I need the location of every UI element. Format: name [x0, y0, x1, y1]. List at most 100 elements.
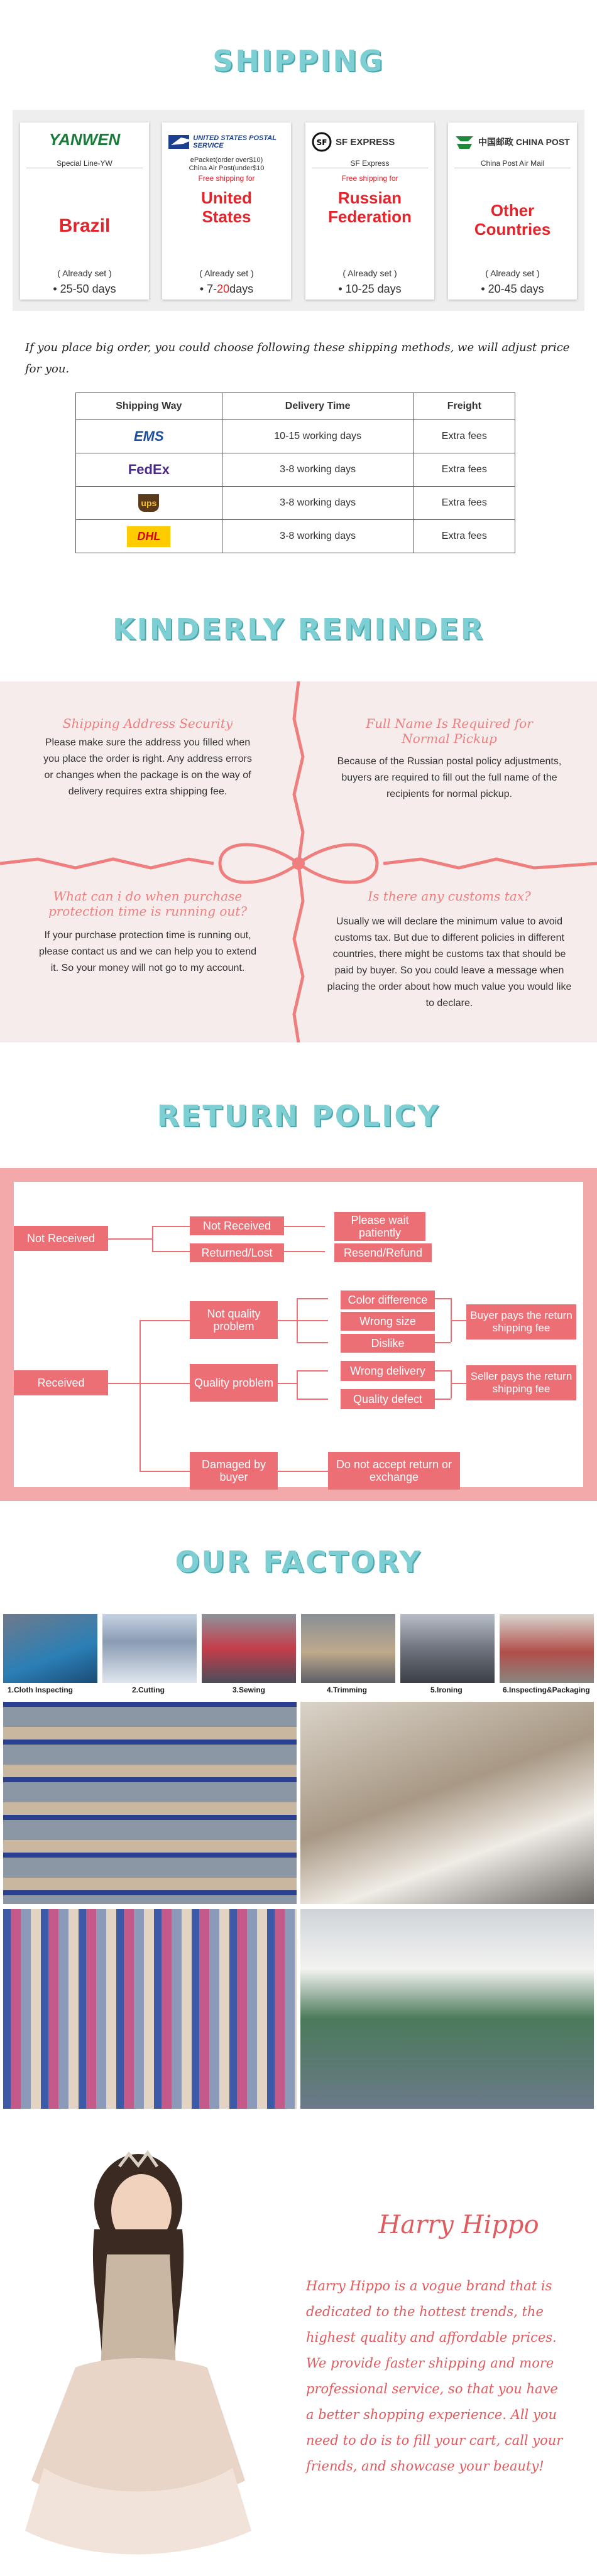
yanwen-logo-text: YANWEN — [48, 130, 121, 149]
box-quality-problem: Quality problem — [190, 1364, 278, 1402]
box-wrong-size: Wrong size — [341, 1312, 435, 1331]
warehouse-shelves-photo — [3, 1702, 297, 1904]
sewing-photo — [202, 1614, 296, 1683]
box-not-received-sub: Not Received — [190, 1216, 284, 1235]
return-flowchart: Not Received Not Received Returned/Lost … — [14, 1182, 583, 1490]
box-returned-lost: Returned/Lost — [190, 1243, 284, 1262]
card-destination-2: Federation — [328, 207, 412, 226]
header-delivery-time: Delivery Time — [221, 392, 414, 420]
girl-model-photo — [19, 2129, 258, 2568]
card-destination-1: Russian — [337, 188, 402, 207]
step-label: 6.Inspecting&Packaging — [503, 1686, 590, 1694]
ems-logo: EMS — [75, 419, 222, 453]
ironing-photo — [400, 1614, 495, 1683]
tailor-cutting-photo — [300, 1702, 594, 1904]
box-not-quality: Not quality problem — [190, 1301, 278, 1339]
reminder-heading-address: Shipping Address Security — [62, 716, 233, 731]
dhl-logo: DHL — [75, 519, 222, 553]
card-already-set: ( Already set ) — [342, 268, 397, 278]
box-wrong-delivery: Wrong delivery — [341, 1361, 435, 1381]
card-destination: Brazil — [58, 215, 111, 236]
freight: Extra fees — [413, 453, 516, 487]
card-united-states: UNITED STATES POSTAL SERVICE ePacket(ord… — [162, 122, 291, 300]
table-row: ups 3-8 working days Extra fees — [75, 486, 516, 520]
reminder-heading-customs: Is there any customs tax? — [368, 889, 531, 904]
box-damaged: Damaged by buyer — [190, 1452, 278, 1490]
card-already-set: ( Already set ) — [57, 268, 112, 278]
card-days: • 20-45 days — [481, 283, 544, 295]
eagle-icon — [168, 135, 190, 149]
brand-line: need to do is to fill your cart, call yo… — [306, 2433, 563, 2448]
step-label: 2.Cutting — [132, 1686, 165, 1694]
cutting-photo — [102, 1614, 197, 1683]
header-freight: Freight — [413, 392, 516, 420]
table-row: EMS 10-15 working days Extra fees — [75, 419, 516, 453]
reminder-panel: Shipping Address Security Please make su… — [0, 681, 597, 1042]
reminder-text-fullname: Because of the Russian postal policy adj… — [337, 756, 562, 799]
box-quality-defect: Quality defect — [341, 1389, 435, 1409]
card-days: • 10-25 days — [338, 283, 402, 295]
card-russia: SF SF EXPRESS SF Express Free shipping f… — [305, 122, 434, 300]
box-dislike: Dislike — [341, 1334, 435, 1353]
yanwen-logo: YANWEN — [26, 130, 143, 154]
reminder-text-address: Please make sure the address you filled … — [43, 737, 252, 797]
box-resend-refund: Resend/Refund — [334, 1243, 432, 1262]
box-seller-pays: Seller pays the return shipping fee — [466, 1365, 576, 1400]
reminder-text-customs: Usually we will declare the minimum valu… — [327, 916, 572, 1009]
fedex-logo: FedEx — [75, 453, 222, 487]
card-destination-1: United — [201, 188, 252, 207]
brand-description: Harry Hippo is a vogue brand that is ded… — [306, 2273, 583, 2479]
ups-logo: ups — [75, 486, 222, 520]
brand-line: Harry Hippo is a vogue brand that is — [306, 2278, 552, 2293]
card-other: 中国邮政 CHINA POST China Post Air Mail Othe… — [448, 122, 577, 300]
return-title: RETURN POLICY — [156, 1099, 441, 1133]
reminder-title: KINDERLY REMINDER — [112, 612, 485, 646]
card-already-set: ( Already set ) — [485, 268, 540, 278]
packaging-photo — [500, 1614, 594, 1683]
step-label: 5.Ironing — [430, 1686, 463, 1694]
table-header: Shipping Way Delivery Time Freight — [75, 392, 516, 420]
card-service: China Post Air Mail — [480, 159, 545, 168]
usps-logo: UNITED STATES POSTAL SERVICE — [168, 130, 285, 154]
reminder-heading-protection: What can i do when purchase protection t… — [48, 889, 248, 919]
brand-line: We provide faster shipping and more — [306, 2356, 554, 2371]
brand-line: a better shopping experience. All you — [306, 2407, 557, 2422]
ribbon-decoration — [0, 681, 597, 1042]
step-label: 1.Cloth Inspecting — [8, 1686, 74, 1694]
step-label: 4.Trimming — [327, 1686, 368, 1694]
box-please-wait: Please wait patiently — [334, 1212, 425, 1241]
card-destination-2: States — [202, 207, 251, 226]
box-not-received: Not Received — [14, 1226, 108, 1251]
sf-logo-text: SF EXPRESS — [336, 136, 395, 148]
freight: Extra fees — [413, 419, 516, 453]
card-destination-2: Countries — [474, 220, 551, 239]
card-note: Free shipping for — [341, 174, 398, 183]
shipping-title: SHIPPING — [212, 44, 385, 78]
box-received: Received — [14, 1370, 108, 1395]
reminder-heading-fullname: Full Name Is Required for Normal Pickup — [366, 716, 533, 746]
model-illustration — [25, 2150, 251, 2555]
table-row: DHL 3-8 working days Extra fees — [75, 519, 516, 553]
card-already-set: ( Already set ) — [199, 268, 254, 278]
card-service: ePacket(order over$10) China Air Post(un… — [189, 156, 265, 172]
card-service: SF Express — [350, 159, 390, 168]
card-brazil: YANWEN Special Line-YW Brazil ( Already … — [20, 122, 149, 300]
delivery-time: 10-15 working days — [221, 419, 414, 453]
shipping-cards: YANWEN Special Line-YW Brazil ( Already … — [13, 110, 584, 311]
shipping-intro: If you place big order, you could choose… — [25, 341, 570, 376]
sewing-floor-photo — [300, 1909, 594, 2109]
china-post-logo-text: 中国邮政 CHINA POST — [478, 136, 570, 147]
box-color-difference: Color difference — [341, 1291, 435, 1309]
usps-logo-text: UNITED STATES POSTAL SERVICE — [193, 134, 277, 149]
brand-line: dedicated to the hottest trends, the — [306, 2304, 544, 2319]
step-label: 3.Sewing — [233, 1686, 266, 1694]
card-days: • 25-50 days — [53, 283, 116, 295]
card-destination-1: Other — [490, 201, 535, 220]
box-no-return: Do not accept return or exchange — [328, 1452, 460, 1490]
china-post-icon — [456, 136, 473, 149]
brand-line: friends, and showcase your beauty! — [306, 2459, 544, 2474]
freight: Extra fees — [413, 519, 516, 553]
card-note: Free shipping for — [198, 174, 255, 183]
shipping-table: Shipping Way Delivery Time Freight EMS 1… — [75, 392, 516, 553]
svg-text:SF: SF — [317, 138, 327, 147]
